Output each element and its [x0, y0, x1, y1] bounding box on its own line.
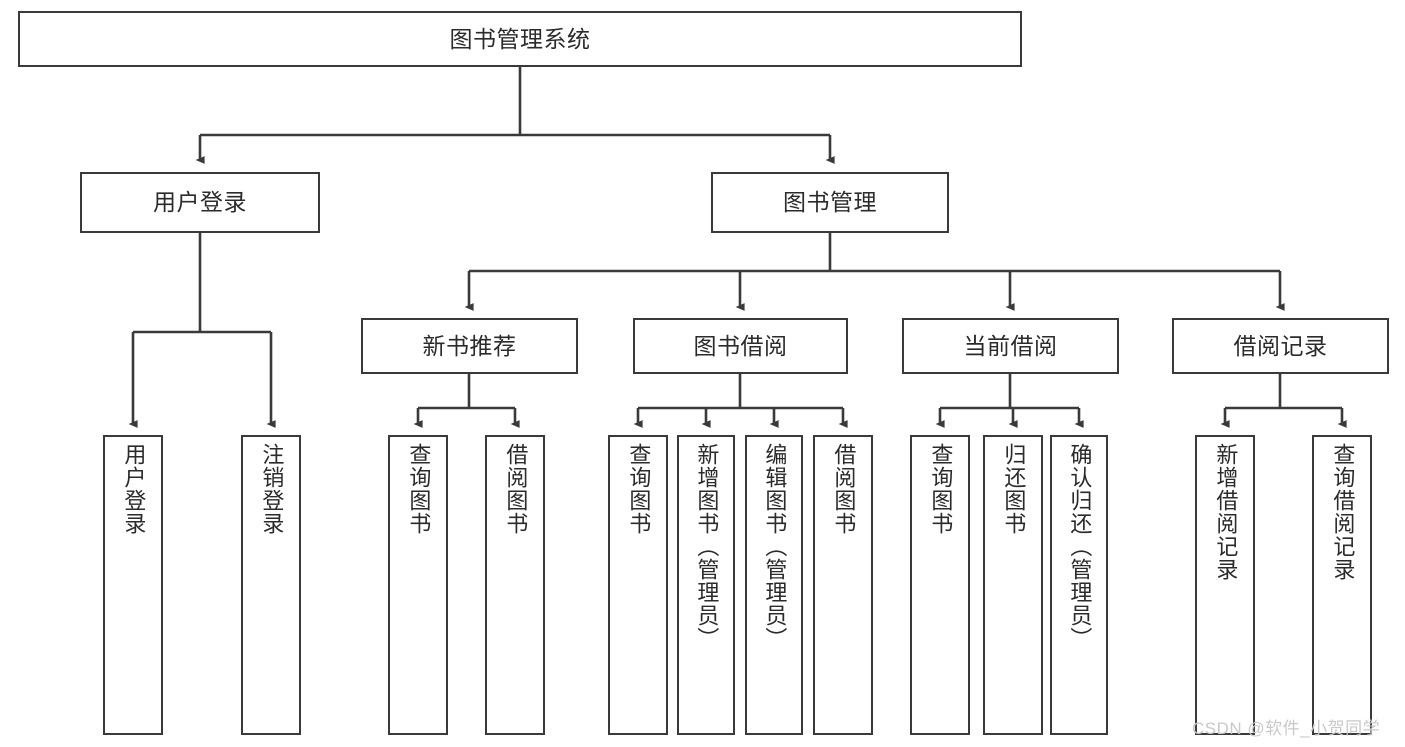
node-leaf-user-login[interactable]: 用户登录: [103, 435, 163, 735]
node-leaf-query-record[interactable]: 查询借阅记录: [1312, 435, 1372, 735]
node-root-label: 图书管理系统: [449, 25, 591, 52]
node-book-borrow[interactable]: 图书借阅: [633, 318, 848, 374]
node-current-borrow[interactable]: 当前借阅: [902, 318, 1119, 374]
node-leaf-query-book-2-label: 查询图书: [626, 443, 652, 535]
node-leaf-logout-label: 注销登录: [259, 443, 285, 535]
node-leaf-return-book-label: 归还图书: [1001, 443, 1027, 535]
node-leaf-add-book-label: 新增图书（管理员）: [694, 443, 720, 650]
node-leaf-borrow-book-2[interactable]: 借阅图书: [813, 435, 873, 735]
node-leaf-logout[interactable]: 注销登录: [241, 435, 301, 735]
node-current-borrow-label: 当前借阅: [963, 332, 1058, 359]
node-book-manage[interactable]: 图书管理: [711, 172, 949, 233]
node-leaf-confirm-return[interactable]: 确认归还（管理员）: [1050, 435, 1108, 735]
node-leaf-confirm-return-label: 确认归还（管理员）: [1067, 443, 1093, 650]
node-borrow-record[interactable]: 借阅记录: [1172, 318, 1389, 374]
node-leaf-query-book-2[interactable]: 查询图书: [608, 435, 668, 735]
node-borrow-record-label: 借阅记录: [1233, 332, 1328, 359]
node-leaf-return-book[interactable]: 归还图书: [983, 435, 1043, 735]
node-leaf-query-book-3[interactable]: 查询图书: [910, 435, 970, 735]
node-leaf-query-book-3-label: 查询图书: [928, 443, 954, 535]
node-leaf-borrow-book-2-label: 借阅图书: [831, 443, 857, 535]
node-leaf-borrow-book-1-label: 借阅图书: [503, 443, 529, 535]
node-book-manage-label: 图书管理: [783, 189, 877, 215]
node-leaf-query-record-label: 查询借阅记录: [1330, 443, 1356, 581]
node-leaf-user-login-label: 用户登录: [121, 443, 147, 535]
node-user-login[interactable]: 用户登录: [80, 172, 320, 233]
node-leaf-add-record[interactable]: 新增借阅记录: [1195, 435, 1255, 735]
node-leaf-edit-book-label: 编辑图书（管理员）: [762, 443, 788, 650]
node-new-book-rec-label: 新书推荐: [422, 332, 517, 359]
node-new-book-rec[interactable]: 新书推荐: [361, 318, 578, 374]
node-leaf-add-record-label: 新增借阅记录: [1213, 443, 1239, 581]
node-leaf-query-book-1-label: 查询图书: [406, 443, 432, 535]
node-leaf-edit-book[interactable]: 编辑图书（管理员）: [745, 435, 803, 735]
watermark-text: CSDN @软件_小贺同学: [1192, 719, 1381, 738]
node-book-borrow-label: 图书借阅: [693, 332, 788, 359]
node-leaf-borrow-book-1[interactable]: 借阅图书: [485, 435, 545, 735]
node-user-login-label: 用户登录: [153, 189, 247, 215]
node-leaf-add-book[interactable]: 新增图书（管理员）: [677, 435, 735, 735]
node-leaf-query-book-1[interactable]: 查询图书: [388, 435, 448, 735]
node-root[interactable]: 图书管理系统: [18, 11, 1022, 67]
